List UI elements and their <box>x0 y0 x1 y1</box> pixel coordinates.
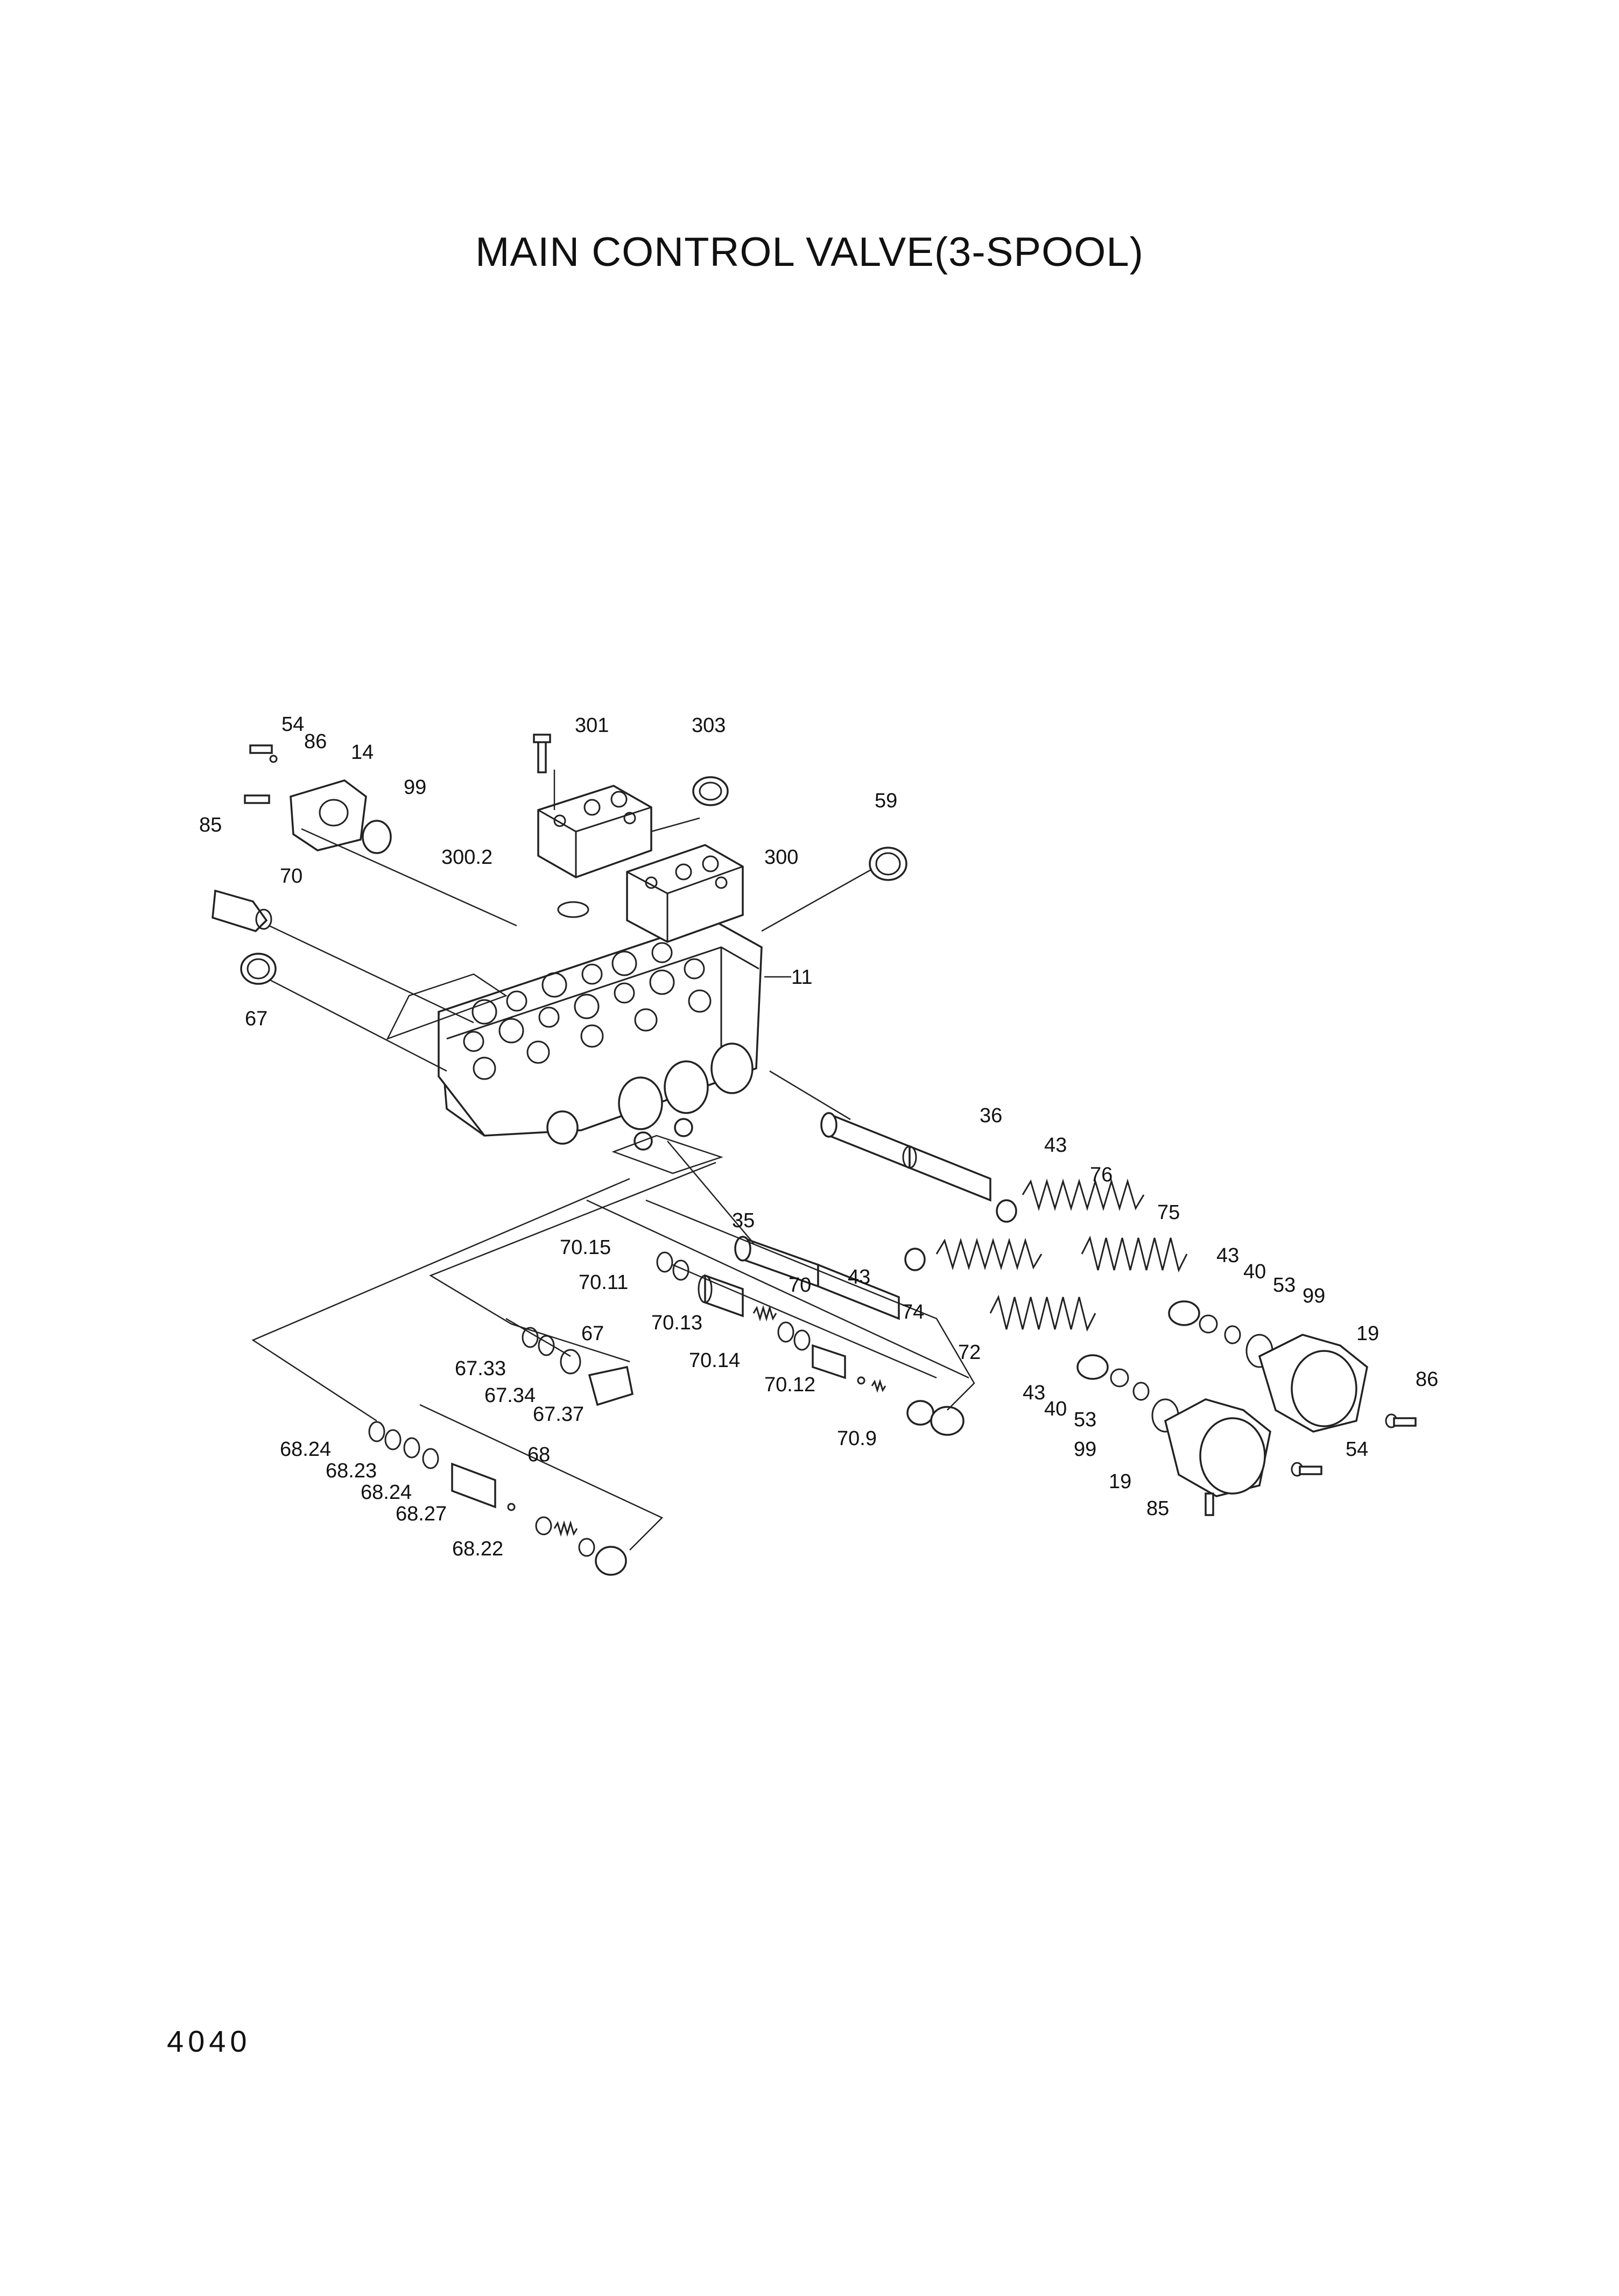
spool-36 <box>820 1112 1017 1223</box>
relief-valve-68 <box>368 1421 627 1576</box>
leader-lines <box>251 770 975 1551</box>
callout-75: 75 <box>1157 1201 1180 1224</box>
callout-86: 86 <box>304 730 327 753</box>
callout-86-b: 86 <box>1416 1368 1438 1391</box>
callout-76: 76 <box>1090 1164 1113 1186</box>
callout-68: 68 <box>527 1443 550 1466</box>
right-parts-lower <box>1076 1354 1322 1516</box>
callout-85: 85 <box>199 814 222 836</box>
callout-14: 14 <box>351 741 374 764</box>
callout-72: 72 <box>958 1341 981 1364</box>
callout-36: 36 <box>980 1104 1002 1127</box>
callout-43-b: 43 <box>848 1266 870 1288</box>
callout-54-b: 54 <box>1346 1438 1368 1461</box>
spring-76 <box>1022 1178 1145 1212</box>
callout-85-b: 85 <box>1146 1497 1169 1520</box>
right-parts-upper <box>1168 1300 1417 1433</box>
callout-70-14: 70.14 <box>689 1349 740 1372</box>
spring-75 <box>1081 1235 1188 1273</box>
callout-53-b: 53 <box>1074 1408 1096 1431</box>
relief-valve-70 <box>656 1251 965 1436</box>
callout-67-37: 67.37 <box>533 1403 584 1426</box>
callout-70-13: 70.13 <box>651 1312 702 1334</box>
callout-99-c: 99 <box>1074 1438 1096 1461</box>
callout-54: 54 <box>281 713 304 736</box>
callout-40: 40 <box>1243 1260 1266 1283</box>
plug-67-left <box>240 953 277 985</box>
callout-68-24: 68.24 <box>280 1438 331 1461</box>
callout-68-27: 68.27 <box>396 1503 447 1525</box>
valve-body <box>438 919 763 1151</box>
page-title: MAIN CONTROL VALVE(3-SPOOL) <box>475 229 1144 275</box>
callout-70: 70 <box>280 865 302 888</box>
callout-19: 19 <box>1356 1322 1379 1345</box>
callout-300-2: 300.2 <box>441 846 492 869</box>
spool-35 <box>734 1236 926 1320</box>
callout-67: 67 <box>245 1008 268 1030</box>
callout-53: 53 <box>1273 1274 1296 1297</box>
callout-59: 59 <box>875 790 897 812</box>
callout-67-34: 67.34 <box>484 1384 536 1407</box>
spring-74 <box>935 1237 1043 1271</box>
page-number: 4040 <box>167 2024 251 2058</box>
callout-67-b: 67 <box>581 1322 604 1345</box>
callout-labels: 54 86 14 85 99 301 303 59 300.2 300 70 1… <box>199 713 1438 1560</box>
callout-11: 11 <box>791 966 812 989</box>
callout-301: 301 <box>575 714 609 737</box>
callout-70-11: 70.11 <box>579 1271 628 1294</box>
callout-68-23: 68.23 <box>326 1460 377 1482</box>
callout-68-22: 68.22 <box>452 1538 503 1560</box>
callout-67-33: 67.33 <box>455 1357 506 1380</box>
callout-70-15: 70.15 <box>560 1236 611 1259</box>
callout-35: 35 <box>732 1209 755 1232</box>
cover-301 <box>533 734 652 878</box>
callout-68-24-b: 68.24 <box>361 1481 412 1504</box>
connector-70 <box>212 889 272 932</box>
callout-300: 300 <box>764 846 798 869</box>
callout-70-9: 70.9 <box>837 1427 877 1450</box>
plug-group-67 <box>522 1327 634 1406</box>
callout-43: 43 <box>1044 1134 1067 1157</box>
callout-19-b: 19 <box>1109 1470 1131 1493</box>
callout-40-b: 40 <box>1044 1398 1067 1420</box>
callout-74: 74 <box>902 1301 924 1323</box>
plug-303 <box>692 776 729 806</box>
callout-70-12: 70.12 <box>764 1374 815 1396</box>
callout-43-c: 43 <box>1216 1244 1239 1267</box>
plug-59 <box>869 847 907 881</box>
callout-99: 99 <box>404 776 426 799</box>
cover-300 <box>557 844 744 943</box>
callout-70-b: 70 <box>789 1274 811 1297</box>
callout-43-d: 43 <box>1023 1382 1045 1404</box>
callout-303: 303 <box>692 714 726 737</box>
callout-99-b: 99 <box>1303 1285 1325 1307</box>
spring-72 <box>989 1294 1096 1332</box>
